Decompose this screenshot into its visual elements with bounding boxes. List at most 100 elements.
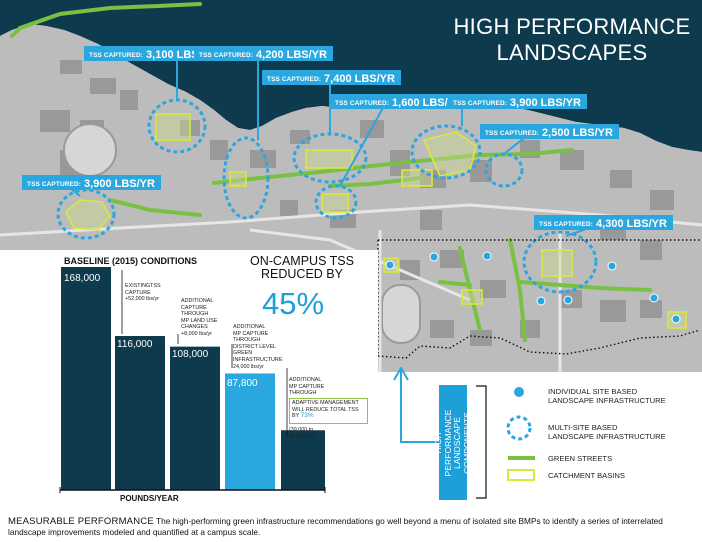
components-label-text: HIGH PERFORMANCE LANDSCAPE COMPONENTS [433, 387, 472, 499]
x-axis-label: POUNDS/YEAR [120, 494, 179, 503]
legend-bracket [476, 385, 487, 499]
legend-item-multi-site: MULTI-SITE BASED LANDSCAPE INFRASTRUCTUR… [548, 423, 666, 441]
individual-site-dots [385, 251, 681, 324]
reduction-percent: 45% [262, 286, 325, 321]
tss-callout: TSS CAPTURED:3,900 LBS/YR [22, 175, 161, 190]
note-line: 24,000 lbs/yr [233, 363, 264, 370]
tss-value: 3,900 LBS/YR [510, 97, 581, 109]
note-line: INFRASTRUCTURE [233, 356, 283, 363]
adaptive-by: BY [292, 413, 300, 420]
reduction-line-2: REDUCED BY [261, 267, 343, 281]
dot-icon [514, 387, 524, 397]
tss-callout: TSS CAPTURED:7,400 LBS/YR [262, 70, 401, 85]
note-line: +8,000 lbs/yr [181, 330, 213, 337]
stadium [381, 284, 421, 344]
tss-prefix: TSS CAPTURED: [485, 130, 540, 137]
note-line: MP CAPTURE [233, 330, 269, 337]
reduction-heading: ON-CAMPUS TSS REDUCED BY [246, 255, 358, 281]
title-line-2: LANDSCAPES [496, 40, 648, 65]
green-streets [10, 2, 652, 342]
bar-value-label: 108,000 [172, 349, 209, 360]
legend-line: LANDSCAPE INFRASTRUCTURE [548, 396, 666, 405]
reduction-line-1: ON-CAMPUS TSS [250, 254, 354, 268]
bar-4 [225, 373, 275, 490]
bar-3 [170, 346, 220, 490]
legend-line: GREEN STREETS [548, 454, 613, 463]
tss-prefix: TSS CAPTURED: [453, 100, 508, 107]
tss-callout: TSS CAPTURED:1,600 LBS/YR [330, 94, 469, 109]
tss-callout: TSS CAPTURED:3,900 LBS/YR [448, 94, 587, 109]
note-line: CAPTURE [181, 304, 207, 311]
legend-item-individual: INDIVIDUAL SITE BASED LANDSCAPE INFRASTR… [548, 387, 666, 405]
note-line: DISTRICT LEVEL [233, 343, 277, 350]
page-title: HIGH PERFORMANCE LANDSCAPES [452, 14, 692, 66]
catchment-basins [65, 113, 687, 329]
note-line: 45,000 lbs) [289, 433, 316, 440]
capture-note: ADDITIONAL MP CAPTURE THROUGH [289, 377, 324, 397]
legend-line: MULTI-SITE BASED [548, 423, 618, 432]
footer-lead: MEASURABLE PERFORMANCE [8, 516, 154, 527]
note-line: MP CAPTURE [289, 383, 325, 390]
arena [63, 123, 117, 177]
adaptive-percent: 73% [300, 412, 314, 420]
bar-value-label: 116,000 [117, 339, 153, 350]
bar-chart [61, 267, 325, 490]
tss-callout: TSS CAPTURED:4,300 LBS/YR [534, 215, 673, 230]
tss-value: 1,600 LBS/YR [392, 97, 463, 109]
tss-callout: TSS CAPTURED:4,200 LBS/YR [194, 46, 333, 61]
bar-value-label: 87,800 [227, 378, 258, 389]
footer-caption: MEASURABLE PERFORMANCE The high-performi… [8, 516, 698, 538]
note-line: EXISTINGTSS [125, 283, 161, 289]
tss-value: 4,300 LBS/YR [596, 218, 667, 230]
note-line: CAPTURE [125, 289, 151, 296]
note-line: +52,000 lbs/yr [125, 296, 160, 303]
tss-value: 2,500 LBS/YR [542, 127, 613, 139]
capture-arrows [121, 270, 288, 436]
tss-prefix: TSS CAPTURED: [89, 52, 144, 59]
note-line: ADDITIONAL [233, 324, 266, 330]
note-line: THROUGH [181, 311, 209, 318]
tss-value: 4,200 LBS/YR [256, 49, 327, 61]
tss-prefix: TSS CAPTURED: [27, 181, 82, 188]
tss-callout: TSS CAPTURED:2,500 LBS/YR [480, 124, 619, 139]
note-line: THROUGH [233, 337, 261, 344]
multi-site-circles [56, 98, 598, 294]
components-line: COMPONENTS [461, 411, 472, 474]
tss-prefix: TSS CAPTURED: [199, 52, 254, 59]
tss-value: 7,400 LBS/YR [324, 73, 395, 85]
chart-title: BASELINE (2015) CONDITIONS [64, 256, 198, 266]
dashed-circle-icon [506, 415, 532, 441]
capture-note: ADDITIONAL MP CAPTURE THROUGH DISTRICT L… [233, 324, 282, 370]
note-line: MP LAND USE [181, 317, 218, 324]
bar-value-label: 168,000 [64, 273, 101, 284]
capture-note: ADDITIONAL CAPTURE THROUGH MP LAND USE C… [181, 298, 217, 338]
note-line: THROUGH [289, 390, 317, 397]
adaptive-range: (39,000 to 45,000 lbs) [289, 427, 316, 440]
tss-prefix: TSS CAPTURED: [267, 76, 322, 83]
footer-text: The high-performing green infrastructure… [8, 516, 663, 537]
legend-line: LANDSCAPE INFRASTRUCTURE [548, 432, 666, 441]
tss-value: 3,900 LBS/YR [84, 178, 155, 190]
bar-5 [281, 430, 325, 490]
legend-item-catchment: CATCHMENT BASINS [548, 471, 625, 480]
legend-line: INDIVIDUAL SITE BASED [548, 387, 638, 396]
adaptive-management-box: ADAPTIVE MANAGEMENT WILL REDUCE TOTAL TS… [289, 398, 368, 424]
capture-note: EXISTINGTSS CAPTURE +52,000 lbs/yr [125, 283, 161, 303]
note-line: CHANGES [181, 324, 208, 331]
campus-boundary [377, 239, 702, 359]
title-line-1: HIGH PERFORMANCE [453, 14, 691, 39]
components-label: HIGH PERFORMANCE LANDSCAPE COMPONENTS [433, 385, 472, 500]
adaptive-line-3: BY 73% [292, 412, 365, 420]
note-line: ADDITIONAL [181, 298, 214, 304]
bar-1 [61, 267, 111, 490]
note-line: (39,000 to [289, 427, 314, 433]
bar-2 [115, 336, 165, 490]
legend-line: CATCHMENT BASINS [548, 471, 625, 480]
note-line: ADDITIONAL [289, 377, 322, 383]
catchment-basin-icon [507, 469, 535, 481]
legend-item-green-streets: GREEN STREETS [548, 454, 612, 463]
adaptive-line-1: ADAPTIVE MANAGEMENT [292, 400, 359, 406]
adaptive-line-2: WILL REDUCE TOTAL TSS [292, 406, 359, 413]
